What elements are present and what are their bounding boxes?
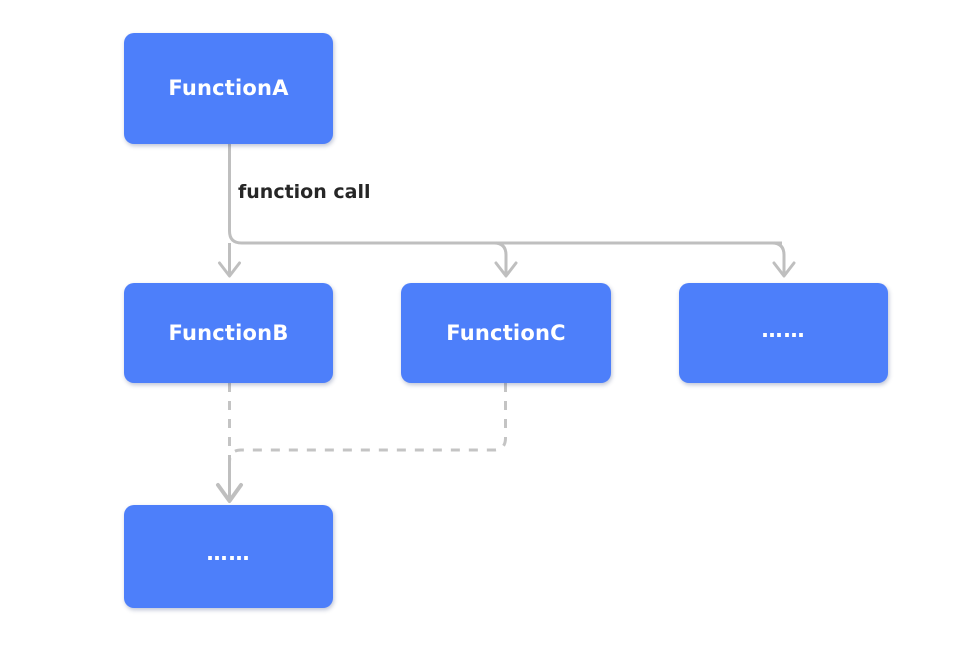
node-function-c[interactable]: FunctionC	[401, 283, 611, 383]
node-label-function-c: FunctionC	[446, 320, 566, 345]
node-label-function-a: FunctionA	[168, 76, 289, 100]
node-label-more-children: ……	[206, 541, 251, 565]
node-more-siblings[interactable]: ……	[679, 283, 888, 383]
arrowhead-function-b	[218, 261, 241, 278]
node-function-b[interactable]: FunctionB	[124, 283, 333, 383]
arrowhead-more-siblings	[772, 261, 796, 278]
node-function-a[interactable]: FunctionA	[124, 33, 333, 144]
connector-drop-function-c	[493, 241, 508, 275]
node-label-more-siblings: ……	[761, 317, 806, 342]
connector-dashed-function-c	[228, 383, 507, 470]
connector-drop-more-siblings	[771, 241, 786, 275]
arrowhead-function-c	[494, 261, 518, 278]
node-more-children[interactable]: ……	[124, 505, 333, 608]
edge-label-function-call: function call	[238, 181, 371, 203]
node-label-function-b: FunctionB	[168, 320, 289, 345]
connector-trunk-function-a	[228, 144, 782, 245]
arrowhead-more-children	[216, 483, 243, 503]
